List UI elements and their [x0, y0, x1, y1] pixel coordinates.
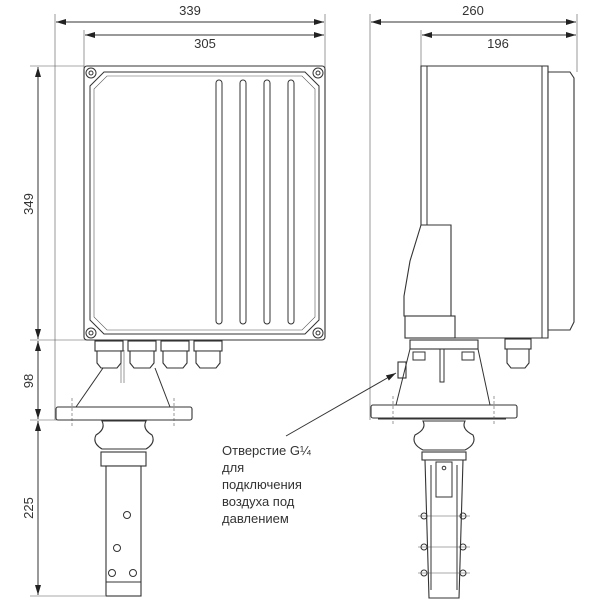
screw-icons	[85, 67, 324, 339]
annotation-line: воздуха под	[222, 494, 295, 509]
cable-glands	[94, 340, 223, 369]
dim-label-339: 339	[179, 3, 201, 18]
air-port	[397, 361, 407, 379]
dim-label-349: 349	[21, 193, 36, 215]
annotation-line: давлением	[222, 511, 289, 526]
probe-front	[105, 465, 142, 597]
annotation-line: Отверстие G¼	[222, 443, 311, 458]
air-port-annotation: Отверстие G¼ для подключения воздуха под…	[222, 442, 311, 527]
bolts	[418, 512, 470, 577]
dim-label-196: 196	[487, 36, 509, 51]
cooling-ribs	[215, 79, 295, 325]
side-view	[369, 14, 578, 599]
enclosure-front	[83, 65, 326, 341]
dim-label-305: 305	[194, 36, 216, 51]
dim-label-260: 260	[462, 3, 484, 18]
flange-side	[370, 404, 518, 419]
annotation-line: для	[222, 460, 245, 475]
probe-fork-side	[424, 459, 464, 599]
flange-front	[55, 406, 193, 421]
dim-label-98: 98	[21, 374, 36, 388]
leader-arrow	[285, 372, 397, 437]
front-view	[30, 14, 326, 597]
annotation-line: подключения	[222, 477, 302, 492]
dim-label-225: 225	[21, 497, 36, 519]
